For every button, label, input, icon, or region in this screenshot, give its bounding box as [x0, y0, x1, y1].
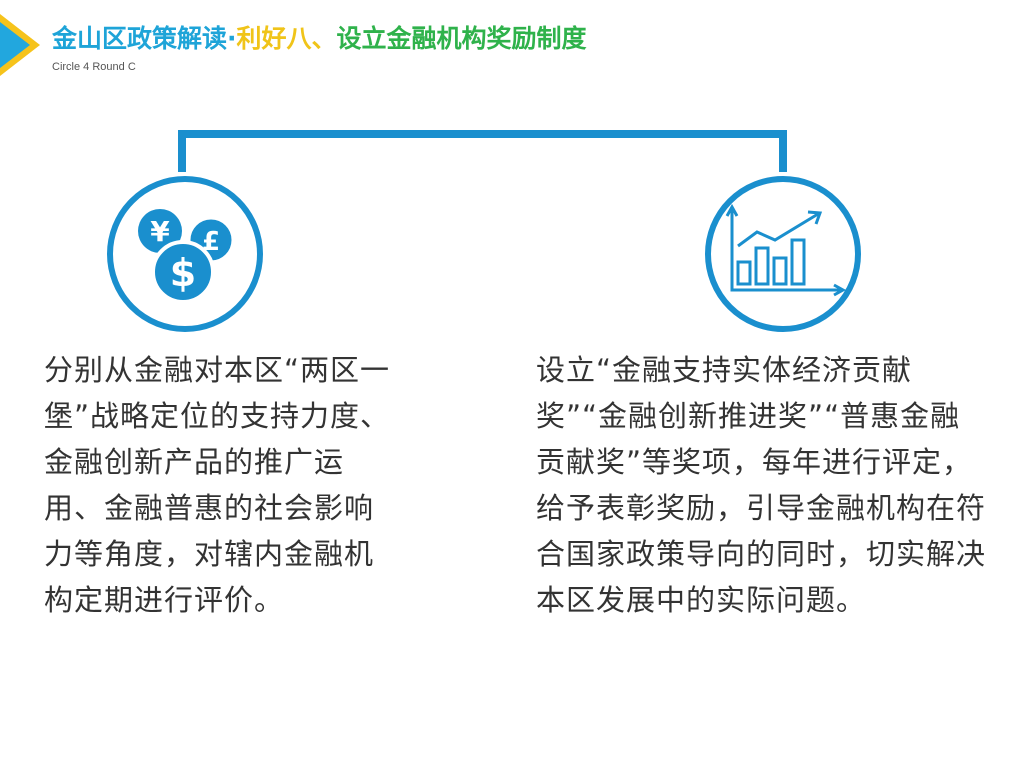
bracket-connector — [178, 130, 787, 172]
growth-chart-icon — [705, 176, 861, 332]
currency-icon: ¥ £ $ — [107, 176, 263, 332]
title-part-district: 金山区政策解读· — [52, 24, 237, 53]
left-description: 分别从金融对本区“两区一堡”战略定位的支持力度、金融创新产品的推广运用、金融普惠… — [44, 353, 391, 617]
pound-symbol: £ — [202, 227, 220, 257]
page-subtitle: Circle 4 Round C — [52, 61, 136, 73]
title-part-topic: 设立金融机构奖励制度 — [336, 24, 587, 53]
logo-arrow-icon — [0, 14, 40, 76]
title-part-benefit: 利好八、 — [236, 24, 337, 53]
yen-symbol: ¥ — [150, 215, 170, 248]
right-description: 设立“金融支持实体经济贡献奖”“金融创新推进奖”“普惠金融贡献奖”等奖项，每年进… — [536, 353, 987, 617]
dollar-symbol: $ — [170, 251, 196, 295]
page-title: 金山区政策解读·利好八、设立金融机构奖励制度 — [52, 22, 587, 56]
